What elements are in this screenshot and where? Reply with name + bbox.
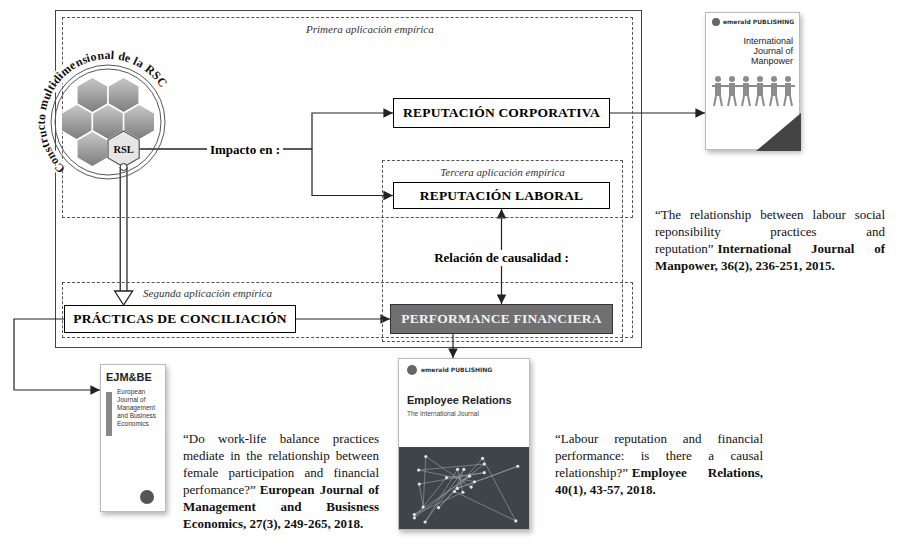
cover-logo: emerald PUBLISHING xyxy=(421,366,529,374)
cover-illustration xyxy=(399,359,531,531)
box-label: REPUTACIÓN LABORAL xyxy=(420,188,584,204)
paper-dolls xyxy=(712,76,795,106)
cover-bar xyxy=(106,392,112,436)
construct-circle: Constructo multidimensional de la RSCRSL xyxy=(36,50,180,194)
hexagon-node: RSL xyxy=(108,131,139,167)
cover-title: Employee Relations xyxy=(407,394,521,407)
process-box: PRÁCTICAS DE CONCILIACIÓN xyxy=(64,305,296,333)
cover-band xyxy=(399,447,529,529)
cover-title: European Journal of Management and Busin… xyxy=(117,388,162,428)
cover-illustration xyxy=(101,365,167,513)
edge-label-patch: Impacto en : xyxy=(207,140,283,158)
hexagon-cluster xyxy=(61,77,155,167)
cover-illustration xyxy=(706,13,801,151)
arrow-head xyxy=(115,291,133,305)
edge-label: Relación de causalidad : xyxy=(431,250,572,266)
region-title: Segunda aplicación empírica xyxy=(143,287,272,300)
citation: “Do work-life balance practices mediate … xyxy=(183,430,379,532)
publisher-logo xyxy=(407,365,417,375)
network-pattern xyxy=(413,455,520,524)
dashed-region: Segunda aplicación empíricaPRÁCTICAS DE … xyxy=(62,282,633,338)
journal-cover: EJM&BE European Journal of Management and… xyxy=(100,364,166,512)
region-title: Primera aplicación empírica xyxy=(306,23,434,36)
box-label: REPUTACIÓN CORPORATIVA xyxy=(403,105,600,121)
cover-subtitle: The International Journal xyxy=(407,410,521,418)
process-box: REPUTACIÓN LABORAL xyxy=(393,182,610,209)
process-box: REPUTACIÓN CORPORATIVA xyxy=(393,98,610,128)
edge-label-patch: Relación de causalidad : xyxy=(431,248,572,266)
cover-emblem xyxy=(140,490,154,504)
edge-label: Impacto en : xyxy=(207,142,283,158)
connector-line xyxy=(610,112,705,113)
journal-cover: emerald PUBLISHING Employee RelationsThe … xyxy=(398,358,530,530)
cover-triangle xyxy=(756,113,801,151)
publisher-logo xyxy=(712,18,720,26)
hollow-arrow-inner xyxy=(121,167,127,292)
cover-logo: emerald PUBLISHING xyxy=(723,18,799,26)
cover-logo: EJM&BE xyxy=(106,371,161,384)
connector-dot xyxy=(120,164,127,171)
hexagon-label: RSL xyxy=(113,144,133,155)
cover-title: International Journal of Manpower xyxy=(728,36,793,66)
citation: “The relationship between labour social … xyxy=(655,206,885,274)
connector xyxy=(296,319,390,320)
connector xyxy=(610,113,705,114)
connector-line xyxy=(296,318,390,319)
highlight-box: PERFORMANCE FINANCIERA xyxy=(390,304,613,334)
hollow-arrow-outline xyxy=(120,167,128,292)
citation: “Labour reputation and financial perform… xyxy=(555,430,763,498)
box-label: PRÁCTICAS DE CONCILIACIÓN xyxy=(73,311,287,327)
box-label: PERFORMANCE FINANCIERA xyxy=(401,311,602,327)
journal-cover: emerald PUBLISHING International Journal … xyxy=(705,12,800,150)
circular-text: Constructo multidimensional de la RSC xyxy=(36,50,180,194)
hollow-arrow xyxy=(115,167,133,305)
region-title: Tercera aplicación empírica xyxy=(440,166,564,179)
